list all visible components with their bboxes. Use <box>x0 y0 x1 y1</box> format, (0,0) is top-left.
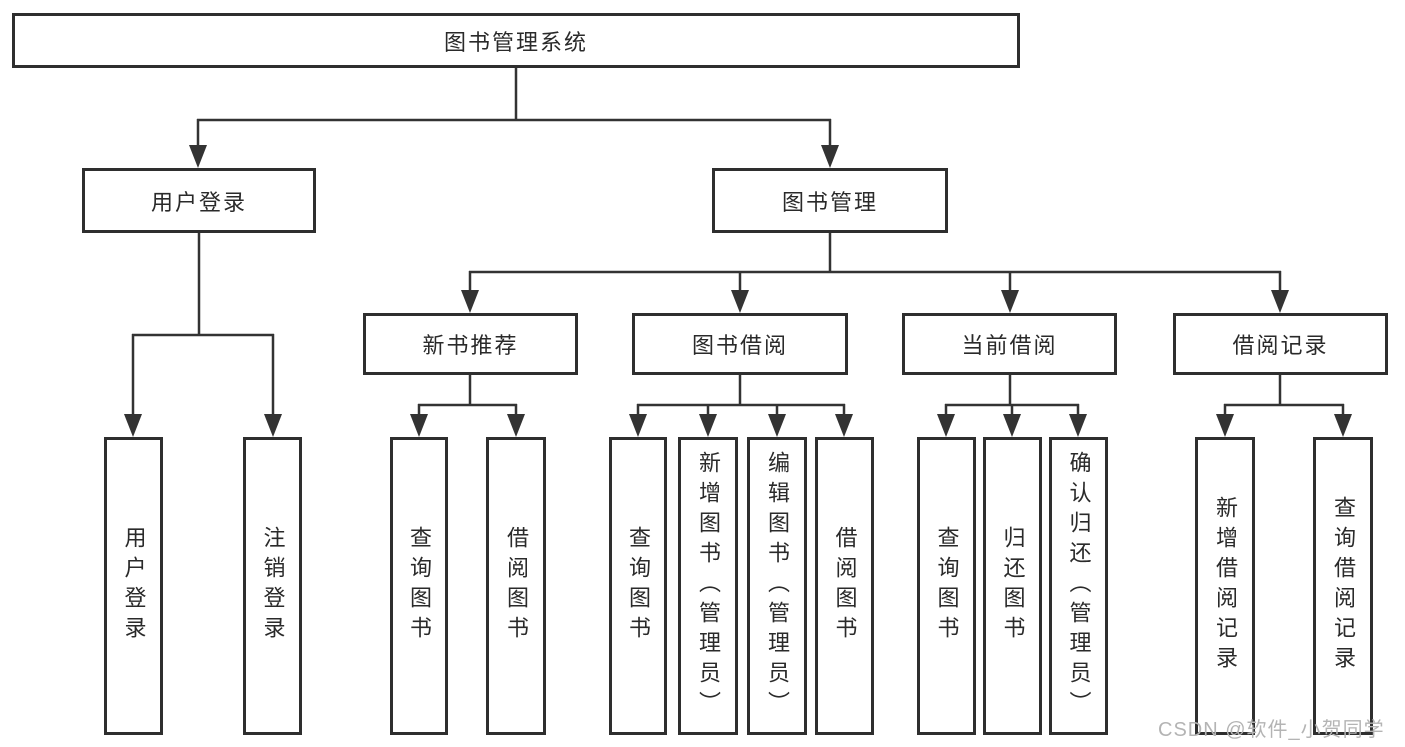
node-leaf-current-query: 查询图书 <box>917 437 976 735</box>
node-current-borrow: 当前借阅 <box>902 313 1117 375</box>
node-borrow-records: 借阅记录 <box>1173 313 1388 375</box>
node-leaf-newbook-query: 查询图书 <box>390 437 448 735</box>
node-root: 图书管理系统 <box>12 13 1020 68</box>
node-user-login: 用户登录 <box>82 168 316 233</box>
node-new-book-recommend: 新书推荐 <box>363 313 578 375</box>
node-leaf-current-return: 归还图书 <box>983 437 1042 735</box>
node-leaf-borrow-query: 查询图书 <box>609 437 667 735</box>
node-leaf-borrow-edit-admin: 编辑图书（管理员） <box>747 437 807 735</box>
node-leaf-records-query: 查询借阅记录 <box>1313 437 1373 735</box>
node-leaf-user-login: 用户登录 <box>104 437 163 735</box>
node-leaf-logout: 注销登录 <box>243 437 302 735</box>
watermark: CSDN @软件_小贺同学 <box>1158 719 1385 741</box>
node-leaf-borrow-add-admin: 新增图书（管理员） <box>678 437 738 735</box>
node-leaf-newbook-borrow: 借阅图书 <box>486 437 546 735</box>
node-leaf-records-add: 新增借阅记录 <box>1195 437 1255 735</box>
node-leaf-current-confirm-return-admin: 确认归还（管理员） <box>1049 437 1108 735</box>
node-book-management: 图书管理 <box>712 168 948 233</box>
node-leaf-borrow-borrow: 借阅图书 <box>815 437 874 735</box>
node-book-borrow: 图书借阅 <box>632 313 848 375</box>
